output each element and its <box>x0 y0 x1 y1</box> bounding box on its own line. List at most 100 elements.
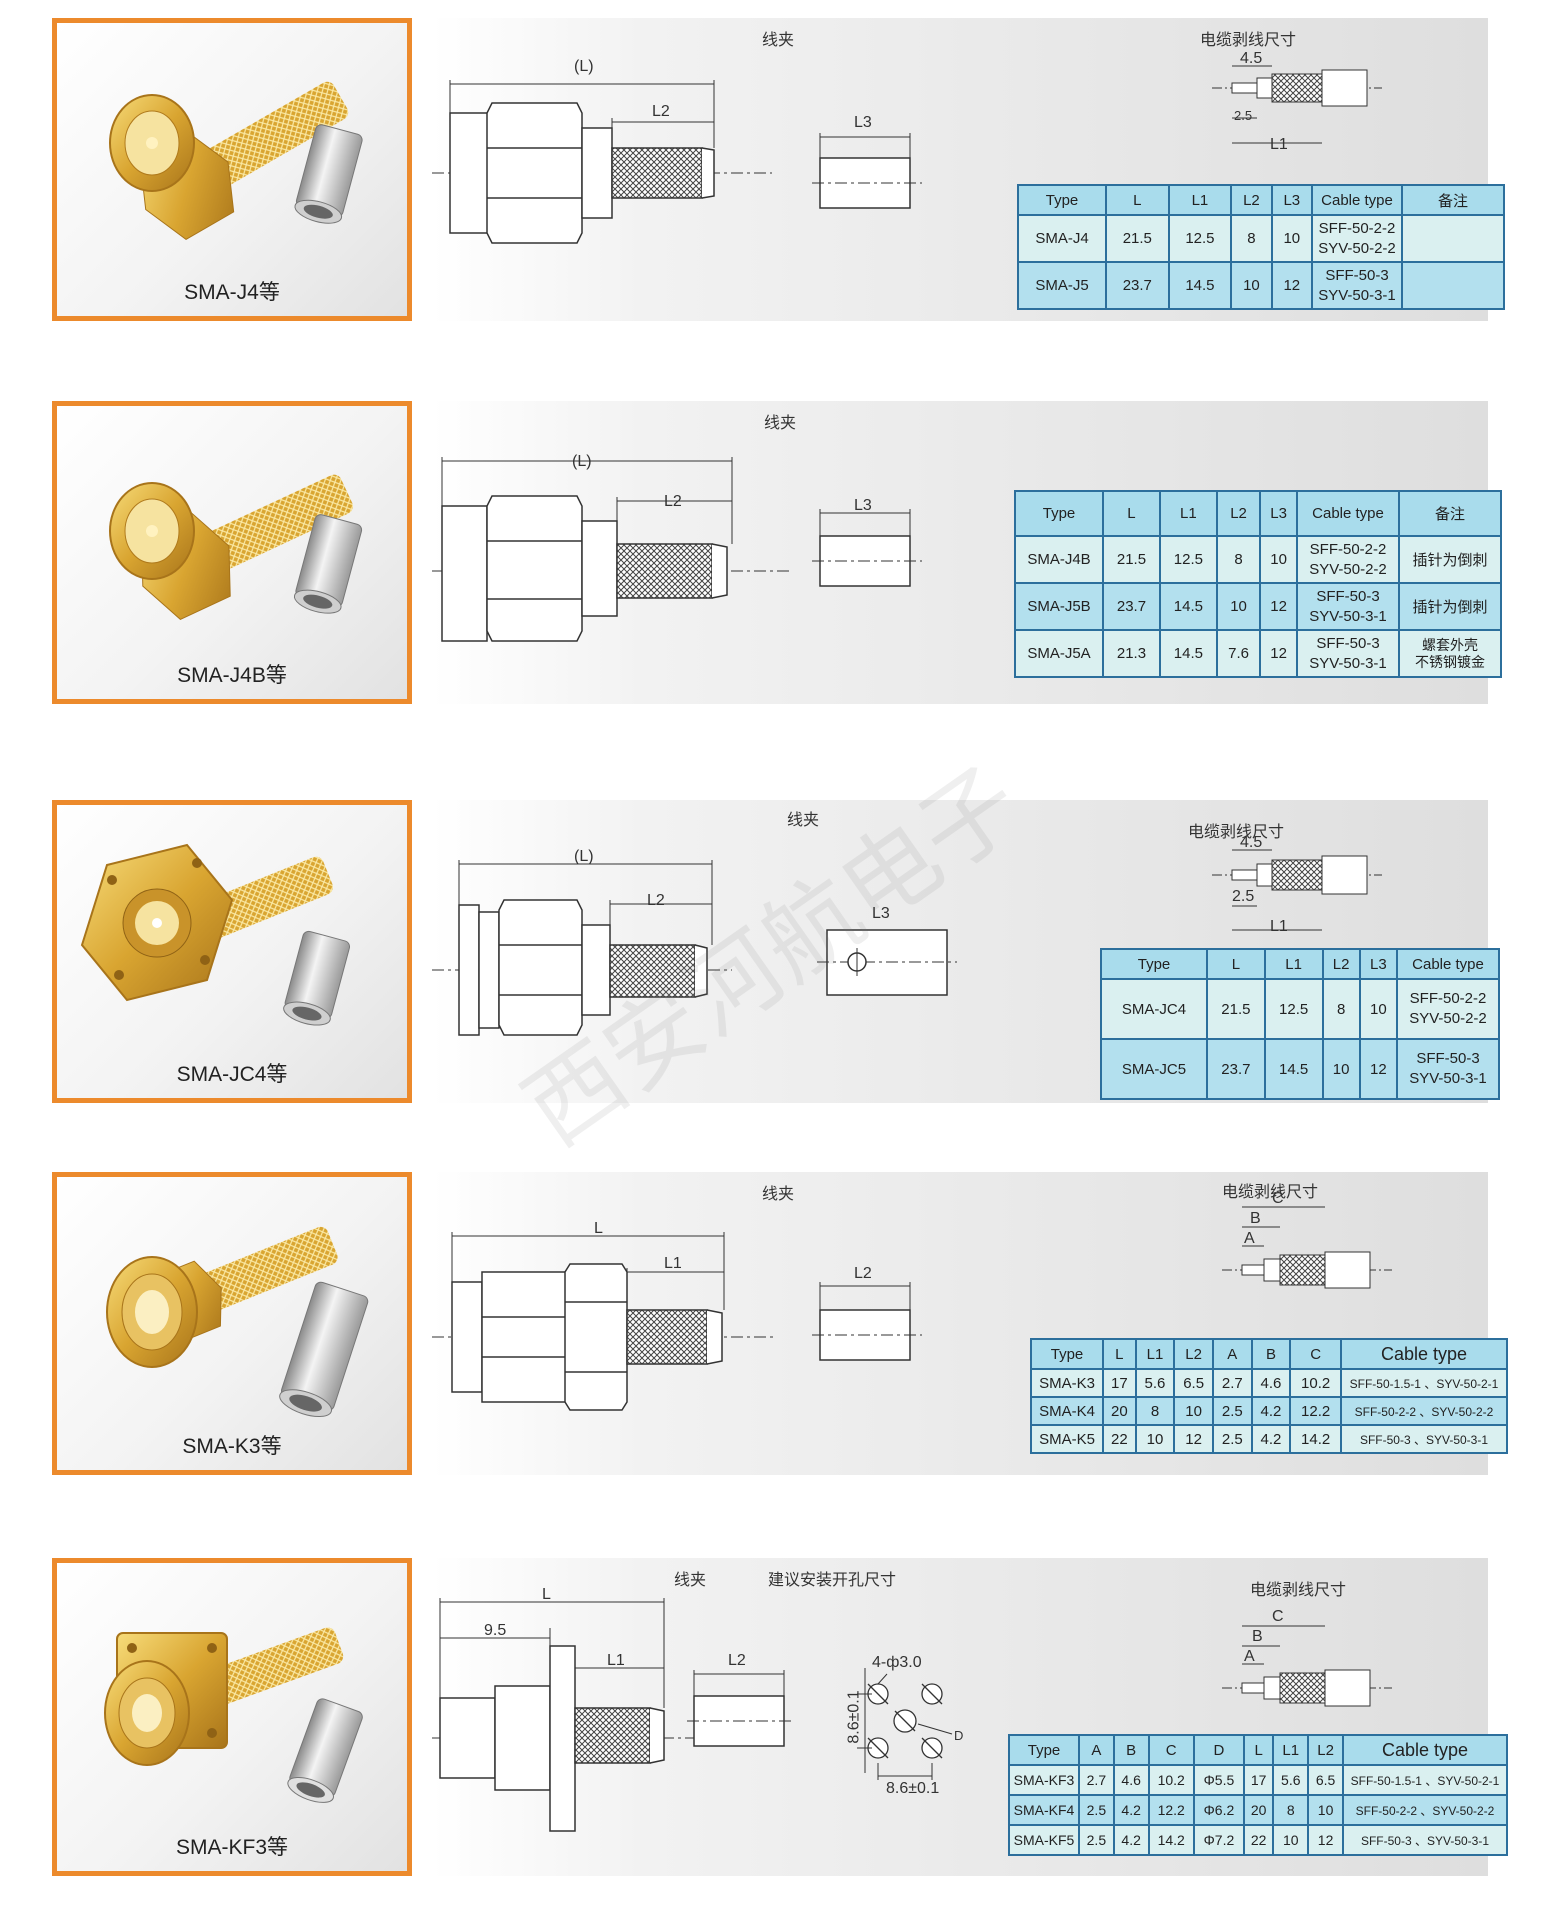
table-cell: 23.7 <box>1102 582 1161 631</box>
table-cell: 12 <box>1173 1424 1214 1454</box>
table-cell: 12.5 <box>1263 978 1324 1040</box>
dim-l2: L2 <box>728 1652 746 1669</box>
strip-dim-a: A <box>1244 1230 1255 1247</box>
table-cell: SFF-50-2-2 、SYV-50-2-2 <box>1340 1396 1508 1426</box>
dim-l: (L) <box>574 848 594 865</box>
technical-drawing <box>432 1598 1392 1832</box>
table-cell: 12 <box>1259 629 1298 678</box>
table-cell: 12.5 <box>1167 214 1233 263</box>
table-cell: 6.5 <box>1307 1764 1344 1796</box>
table-header: L2 <box>1230 184 1273 216</box>
table-cell: 4.6 <box>1112 1764 1150 1796</box>
table-cell: SMA-J4B <box>1014 535 1104 584</box>
table-cell: Φ7.2 <box>1192 1824 1245 1856</box>
table-cell: 2.5 <box>1078 1824 1115 1856</box>
table-cell: 17 <box>1242 1764 1275 1796</box>
table-header: L1 <box>1167 184 1233 216</box>
dim-l2: L2 <box>652 103 670 120</box>
table-header: L1 <box>1134 1338 1176 1370</box>
table-cell: 8 <box>1321 978 1361 1040</box>
table-cell: 21.5 <box>1105 214 1170 263</box>
table-cell: 10 <box>1358 978 1399 1040</box>
dim-l3: L3 <box>854 497 872 514</box>
table-cell: SFF-50-1.5-1 、SYV-50-2-1 <box>1340 1368 1508 1398</box>
technical-drawing <box>432 457 922 642</box>
table-cell: SMA-KF4 <box>1008 1794 1080 1826</box>
table-cell: 2.7 <box>1211 1368 1253 1398</box>
product-photo: SMA-K3等 <box>52 1172 412 1475</box>
table-cell: 14.5 <box>1263 1038 1324 1100</box>
dim-l3: L3 <box>854 114 872 131</box>
product-caption: SMA-J4等 <box>184 281 280 304</box>
strip-dim-b: B <box>1250 1210 1261 1227</box>
table-cell: 4.2 <box>1112 1794 1150 1826</box>
strip-dim-c: C <box>1272 1608 1284 1625</box>
table-header: C <box>1147 1734 1195 1766</box>
strip-dim-2: 2.5 <box>1232 888 1255 905</box>
table-header: L2 <box>1321 948 1361 980</box>
table-cell: SMA-J4 <box>1017 214 1107 263</box>
table-cell: SFF-50-3 、SYV-50-3-1 <box>1342 1824 1508 1856</box>
product-photo: SMA-JC4等 <box>52 800 412 1103</box>
table-cell <box>1401 214 1505 263</box>
table-cell: 螺套外壳不锈钢镀金 <box>1398 629 1502 678</box>
table-header: Type <box>1008 1734 1080 1766</box>
dim-l: (L) <box>572 453 592 470</box>
product-photo: SMA-J4B等 <box>52 401 412 704</box>
table-cell: 12.2 <box>1289 1396 1342 1426</box>
product-photo: SMA-KF3等 <box>52 1558 412 1876</box>
table-header: Cable type <box>1311 184 1403 216</box>
table-cell: 12.2 <box>1147 1794 1195 1826</box>
table-header: Type <box>1030 1338 1104 1370</box>
table-cell: 10 <box>1230 261 1273 310</box>
table-header: L3 <box>1358 948 1399 980</box>
table-cell: SMA-J5 <box>1017 261 1107 310</box>
table-cell: 4.2 <box>1112 1824 1150 1856</box>
table-cell: 14.5 <box>1158 582 1218 631</box>
table-cell: 10 <box>1321 1038 1361 1100</box>
table-cell: 20 <box>1242 1794 1275 1826</box>
table-cell: 4.6 <box>1250 1368 1292 1398</box>
table-cell: SFF-50-1.5-1 、SYV-50-2-1 <box>1342 1764 1508 1796</box>
clip-label: 线夹 <box>764 415 797 432</box>
technical-drawing <box>432 849 1382 1036</box>
table-cell: SMA-J5A <box>1014 629 1104 678</box>
table-header: 备注 <box>1401 184 1505 216</box>
hole-d: D <box>954 1728 964 1743</box>
table-header: L1 <box>1158 490 1218 537</box>
table-header: L <box>1242 1734 1275 1766</box>
table-header: L2 <box>1215 490 1262 537</box>
table-cell: 4.2 <box>1250 1424 1292 1454</box>
table-cell: 5.6 <box>1272 1764 1310 1796</box>
table-cell: 12 <box>1307 1824 1344 1856</box>
table-header: 备注 <box>1398 490 1502 537</box>
hole-title: 建议安装开孔尺寸 <box>768 1572 897 1589</box>
clip-label: 线夹 <box>762 32 795 49</box>
connector-photo-icon <box>80 843 351 1026</box>
strip-dim-3: L1 <box>1270 918 1288 935</box>
strip-title: 电缆剥线尺寸 <box>1222 1184 1319 1201</box>
strip-dim-2: 2.5 <box>1234 108 1253 123</box>
dim-l: L <box>594 1220 603 1237</box>
table-cell: SFF-50-3 、SYV-50-3-1 <box>1340 1424 1508 1454</box>
table-header: B <box>1250 1338 1292 1370</box>
table-cell: 12 <box>1270 261 1314 310</box>
table-cell: SMA-JC5 <box>1100 1038 1208 1100</box>
table-header: Type <box>1014 490 1104 537</box>
table-cell: 21.3 <box>1102 629 1161 678</box>
table-cell: Φ6.2 <box>1192 1794 1245 1826</box>
table-cell: 10 <box>1173 1396 1214 1426</box>
table-cell: SFF-50-2-2 、SYV-50-2-2 <box>1342 1794 1508 1826</box>
strip-dim-a: A <box>1244 1648 1255 1665</box>
